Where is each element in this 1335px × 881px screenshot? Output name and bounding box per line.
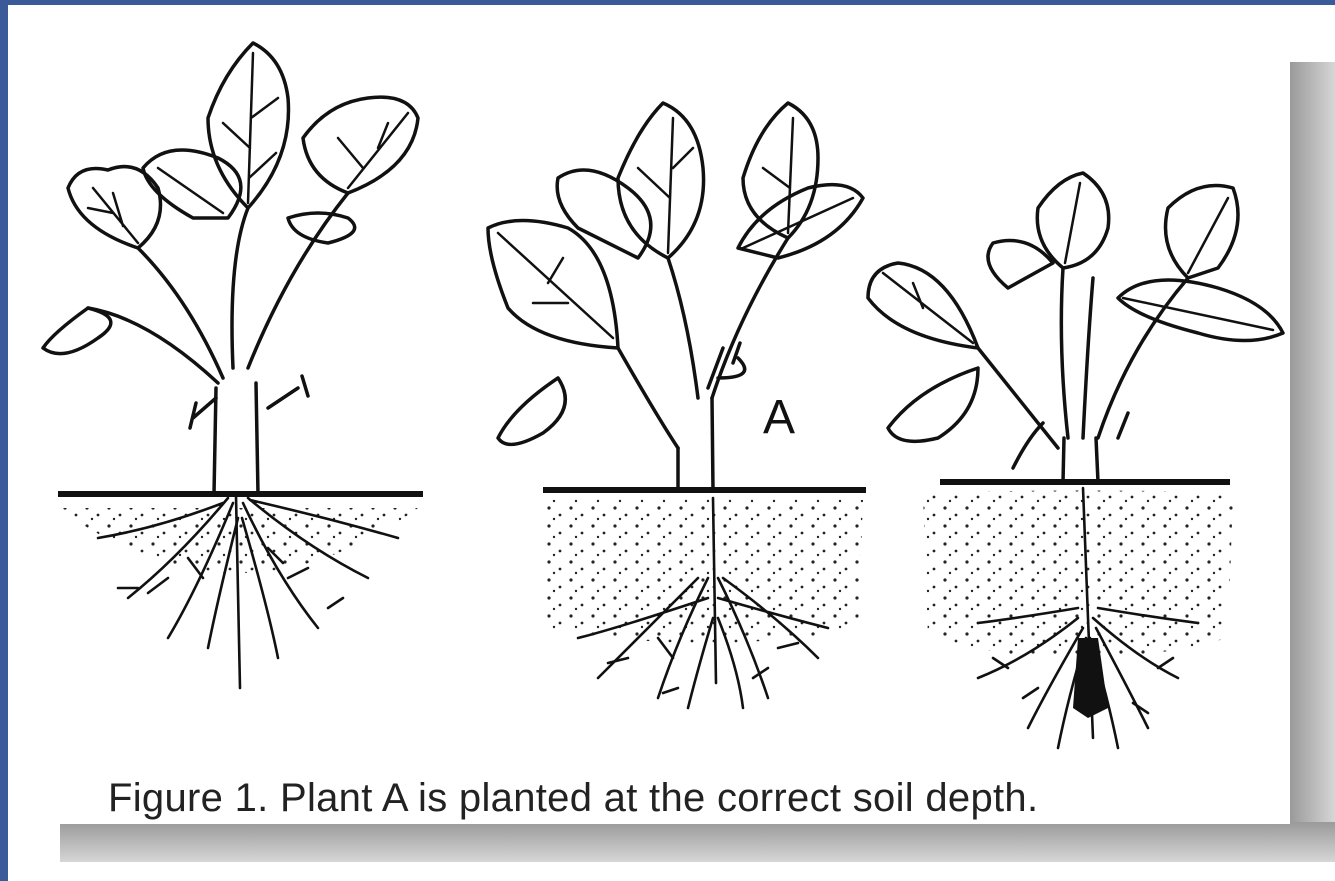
plant-too-deep	[868, 173, 1283, 748]
plant-too-shallow	[43, 43, 423, 688]
figure-card: A Figure 1. Plant A is planted at the co…	[18, 18, 1290, 824]
plant-illustration	[18, 18, 1290, 824]
plant-a-correct-depth	[488, 103, 866, 708]
drop-shadow-right	[1290, 62, 1335, 862]
figure-caption: Figure 1. Plant A is planted at the corr…	[108, 776, 1258, 821]
drop-shadow-bottom	[60, 822, 1335, 862]
plant-a-label: A	[763, 390, 795, 445]
